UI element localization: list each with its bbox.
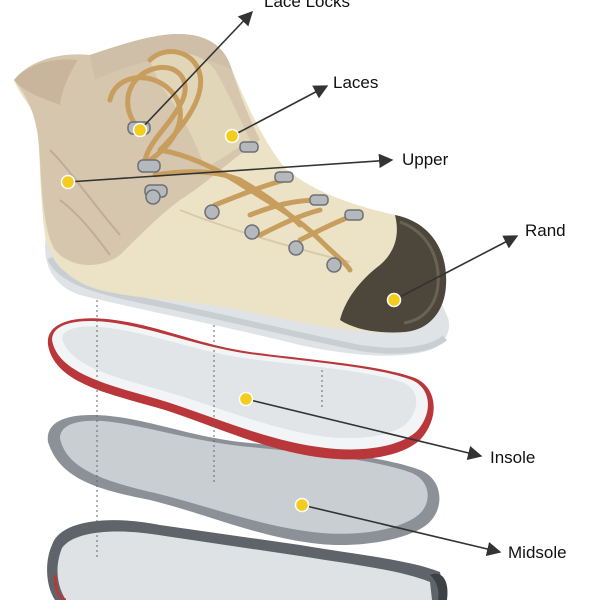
midsole-layer <box>47 415 440 546</box>
boot <box>14 33 450 356</box>
pointer-lines <box>67 10 519 557</box>
pointer-lace-locks <box>139 10 253 131</box>
pointer-midsole <box>301 504 502 557</box>
marker-upper <box>60 174 76 190</box>
outsole-layer <box>47 520 448 600</box>
label-rand: Rand <box>525 221 566 240</box>
insole-layer <box>47 318 434 460</box>
label-lace-locks: Lace Locks <box>264 0 350 11</box>
label-upper: Upper <box>402 150 449 169</box>
marker-lace-locks <box>132 122 148 138</box>
pointer-upper <box>67 153 394 183</box>
markers <box>60 122 402 513</box>
alignment-guides <box>96 300 323 560</box>
marker-rand <box>386 292 402 308</box>
pointer-rand <box>393 235 519 301</box>
label-midsole: Midsole <box>508 543 567 562</box>
marker-midsole <box>294 497 310 513</box>
pointer-laces <box>231 85 329 137</box>
laces-drawing <box>107 49 358 273</box>
marker-insole <box>238 391 254 407</box>
pointer-insole <box>245 398 483 460</box>
label-insole: Insole <box>490 448 536 467</box>
marker-laces <box>224 128 240 144</box>
label-laces: Laces <box>333 73 379 92</box>
